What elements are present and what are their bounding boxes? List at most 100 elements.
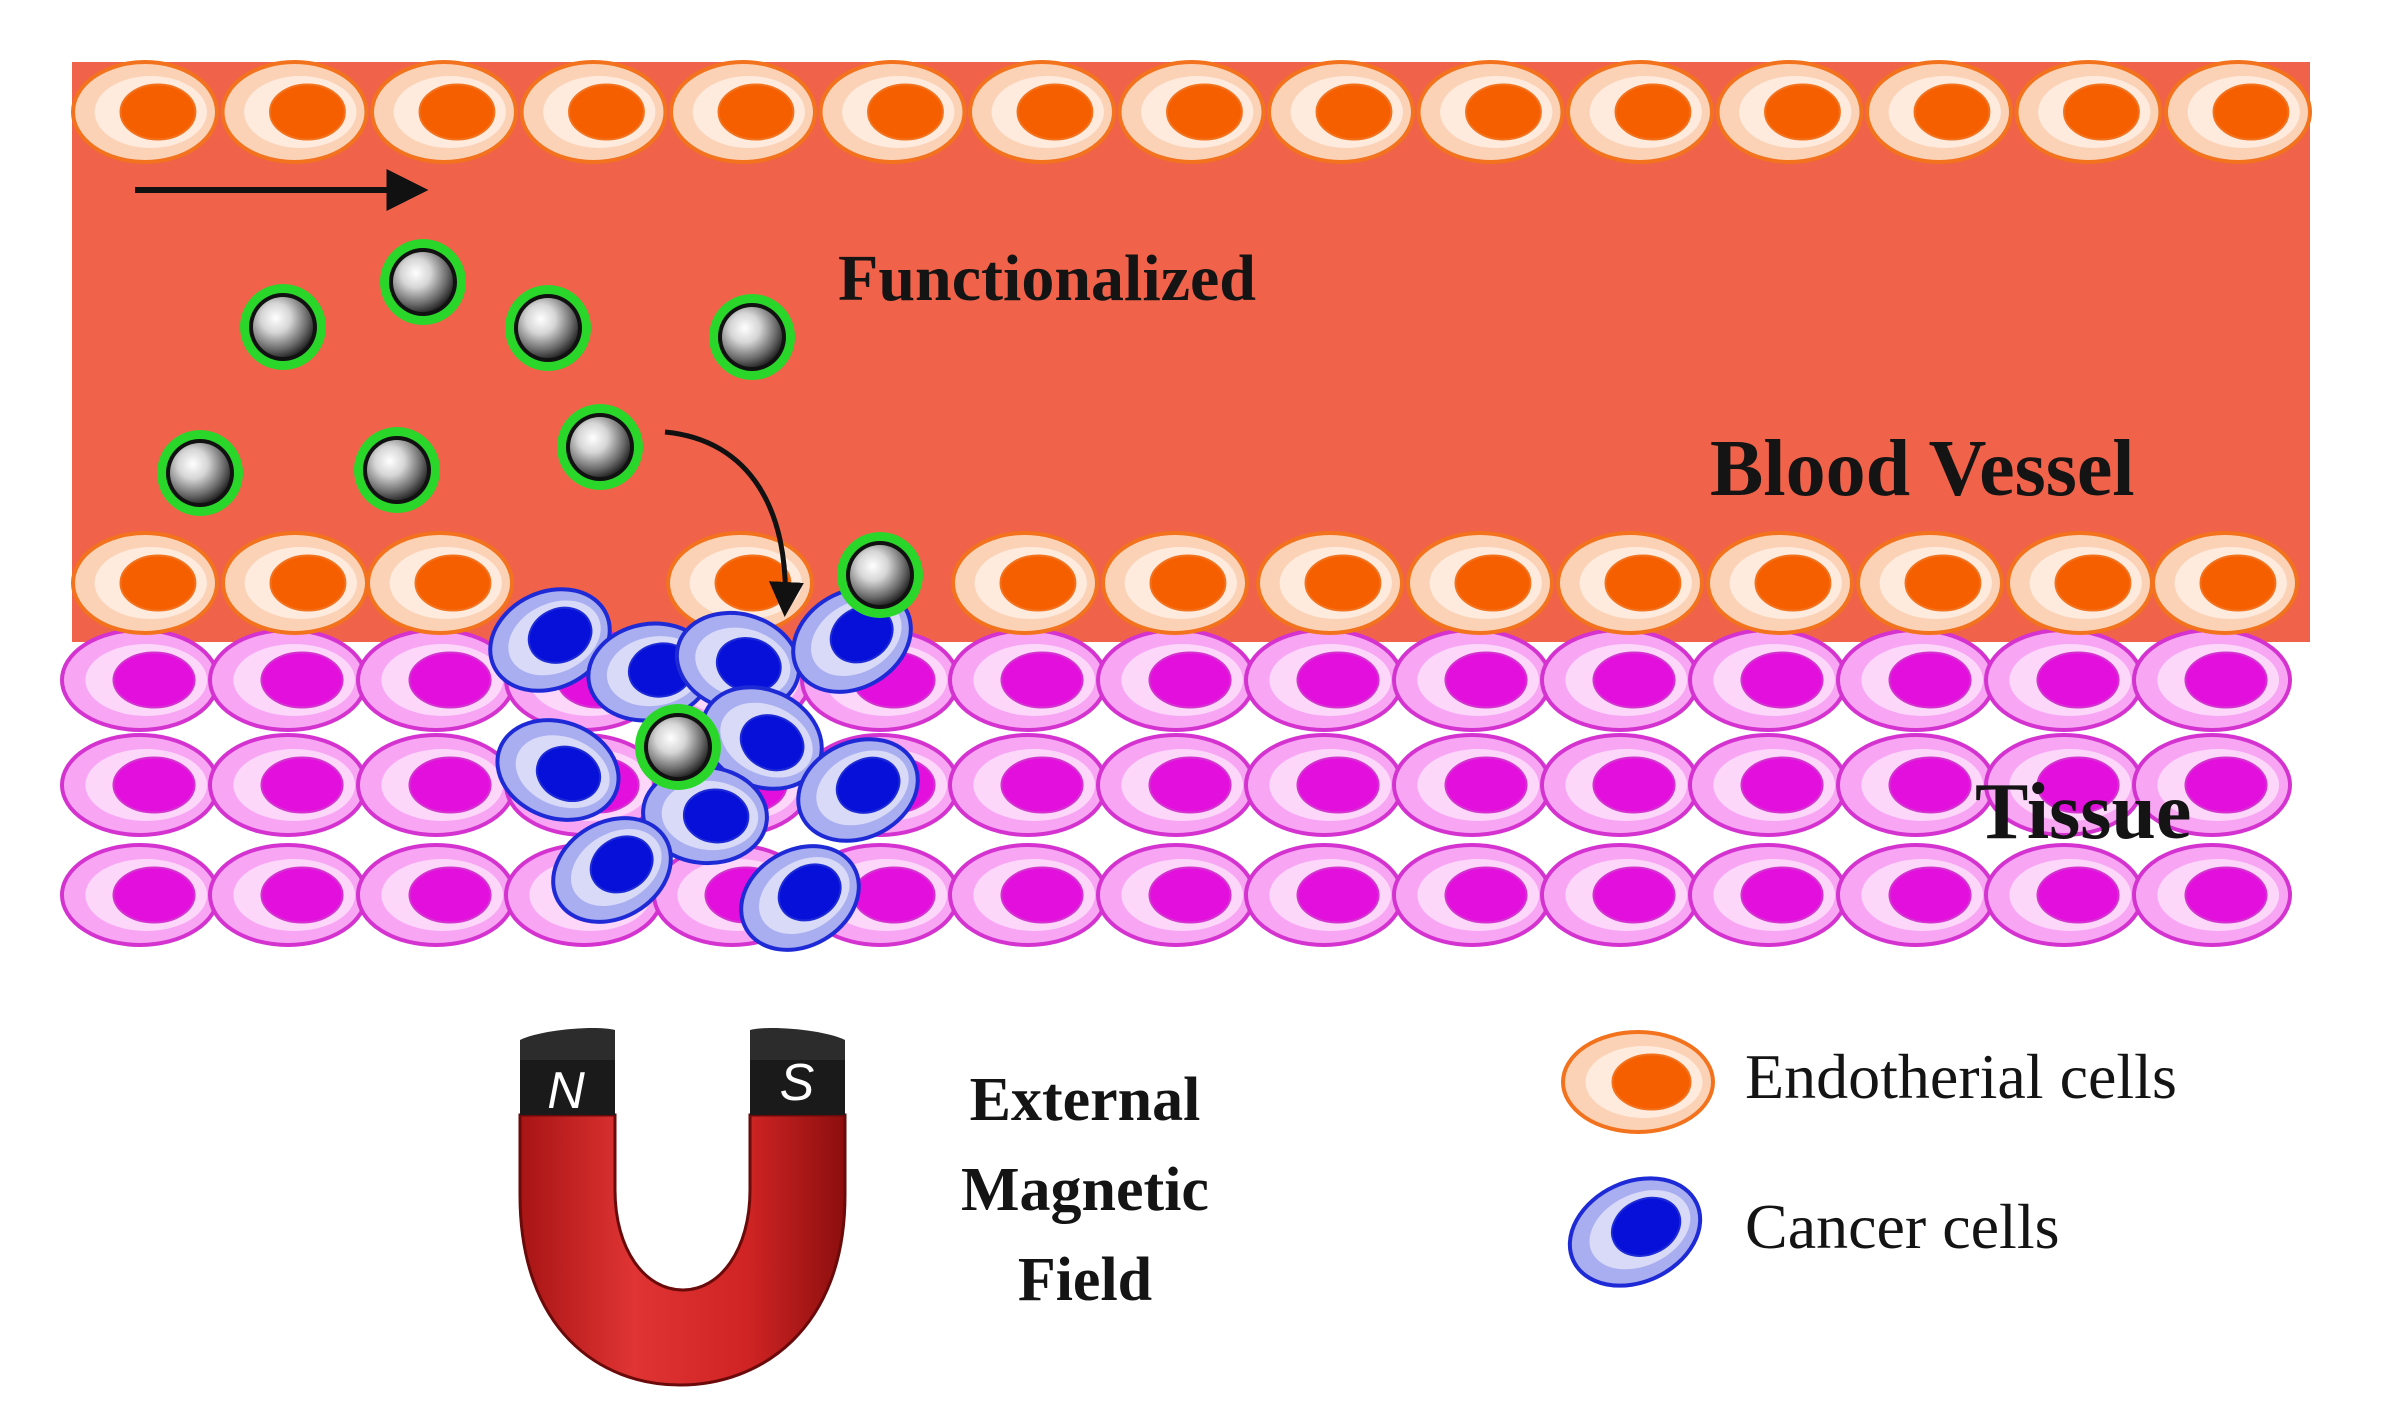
magnet-north-top: [520, 1028, 615, 1060]
endothelial-cell: [370, 60, 518, 164]
vessel-wall-bottom: [71, 531, 2299, 635]
tissue-cell: [1984, 628, 2144, 732]
tissue-cell: [1688, 733, 1848, 837]
tissue-cell: [60, 843, 220, 947]
endothelial-cell: [2164, 60, 2312, 164]
endothelial-cell: [220, 60, 369, 164]
targeting-arrow: [664, 429, 804, 617]
endothelial-cell: [1715, 60, 1864, 164]
tissue-cell: [60, 733, 220, 837]
tissue-cell: [1688, 628, 1848, 732]
nanoparticle: [837, 532, 923, 618]
legend: Endotherial cells Cancer cells: [1561, 1030, 2177, 1288]
endothelial-cell: [1556, 531, 1704, 635]
tissue-cell: [1096, 628, 1256, 732]
endothelial-cell: [71, 60, 219, 164]
tissue-cell: [1984, 733, 2144, 837]
tissue-cell: [1540, 733, 1700, 837]
nanoparticle: [635, 704, 721, 790]
endothelial-cell: [519, 60, 668, 164]
endothelial-cell: [1256, 531, 1404, 635]
tissue-cell: [1096, 843, 1256, 947]
endothelial-cell: [968, 60, 1116, 164]
endothelial-cell: [1101, 531, 1249, 635]
nanoparticle: [505, 285, 591, 371]
magnet-north-letter: N: [547, 1062, 585, 1120]
tissue-cell: [356, 843, 516, 947]
magnet-label-line3: Field: [1018, 1246, 1152, 1314]
tissue-cell: [948, 843, 1108, 947]
endothelial-cell: [1706, 531, 1854, 635]
tissue-cell: [1096, 733, 1256, 837]
endothelial-cell: [1865, 60, 2013, 164]
tissue-cell: [1392, 843, 1552, 947]
tissue-cell: [1984, 843, 2144, 947]
legend-cancer-label: Cancer cells: [1745, 1191, 2060, 1262]
tissue-cell: [208, 733, 368, 837]
tissue-layer: [60, 628, 2292, 947]
magnet-icon: N S: [518, 1028, 847, 1387]
endothelial-cell: [1117, 60, 1266, 164]
endothelial-cell: [71, 531, 219, 635]
nanoparticle: [709, 294, 795, 380]
endothelial-cell: [818, 60, 967, 164]
cancer-cell: [586, 621, 714, 723]
cancer-cell: [674, 610, 802, 714]
cancer-cell: [495, 718, 621, 822]
tissue-cell: [356, 733, 516, 837]
endothelial-cell-icon: [1561, 1030, 1715, 1134]
tissue-cell: [208, 628, 368, 732]
magnet-label-line1: External: [970, 1066, 1201, 1134]
tissue-cell: [356, 628, 516, 732]
endothelial-cell: [1856, 531, 2004, 635]
magnet-body: [518, 1113, 847, 1387]
endothelial-cell: [2014, 60, 2163, 164]
tissue-cell: [1836, 628, 1996, 732]
magnet-south-letter: S: [780, 1054, 815, 1112]
nanoparticle: [557, 404, 643, 490]
endothelial-cell: [951, 531, 1099, 635]
magnet-label-line2: Magnetic: [961, 1156, 1209, 1224]
vessel-wall-top: [71, 60, 2312, 164]
tissue-cell: [208, 843, 368, 947]
cancer-cell: [488, 587, 612, 693]
tissue-cell: [2132, 843, 2292, 947]
endothelial-cell: [1267, 60, 1415, 164]
tissue-cell: [1836, 733, 1996, 837]
tissue-label: Tissue: [1975, 768, 2191, 856]
legend-endothelial-label: Endotherial cells: [1745, 1041, 2177, 1112]
nanoparticle: [157, 430, 243, 516]
nanoparticles: [157, 239, 923, 790]
nanoparticle: [240, 284, 326, 370]
endothelial-cell: [1416, 60, 1565, 164]
cancer-cell: [739, 844, 861, 952]
endothelial-cell: [366, 531, 514, 635]
tissue-cell: [1244, 733, 1404, 837]
tissue-cell: [2132, 733, 2292, 837]
endothelial-cell: [2151, 531, 2299, 635]
cancer-cell: [796, 737, 920, 843]
endothelial-cell: [1566, 60, 1714, 164]
tissue-cell: [1688, 843, 1848, 947]
tissue-cell: [1244, 843, 1404, 947]
tissue-cell: [1392, 733, 1552, 837]
endothelial-cell: [221, 531, 369, 635]
cancer-cell: [551, 816, 673, 924]
endothelial-cell-icon-shape: [1561, 1030, 1715, 1134]
tissue-cell: [1540, 628, 1700, 732]
tissue-cell: [60, 628, 220, 732]
nanoparticle: [354, 427, 440, 513]
nanoparticle: [380, 239, 466, 325]
tissue-cell: [1540, 843, 1700, 947]
tissue-cell: [1244, 628, 1404, 732]
tissue-cell: [2132, 628, 2292, 732]
tissue-cell: [1836, 843, 1996, 947]
cancer-cell-icon: [1567, 1176, 1703, 1288]
tissue-cell: [1392, 628, 1552, 732]
tumor-cluster: [488, 586, 920, 952]
tissue-cell: [948, 628, 1108, 732]
cancer-cell-icon-shape: [1567, 1176, 1703, 1288]
cancer-cell: [641, 764, 769, 866]
cancer-cell: [700, 685, 824, 791]
